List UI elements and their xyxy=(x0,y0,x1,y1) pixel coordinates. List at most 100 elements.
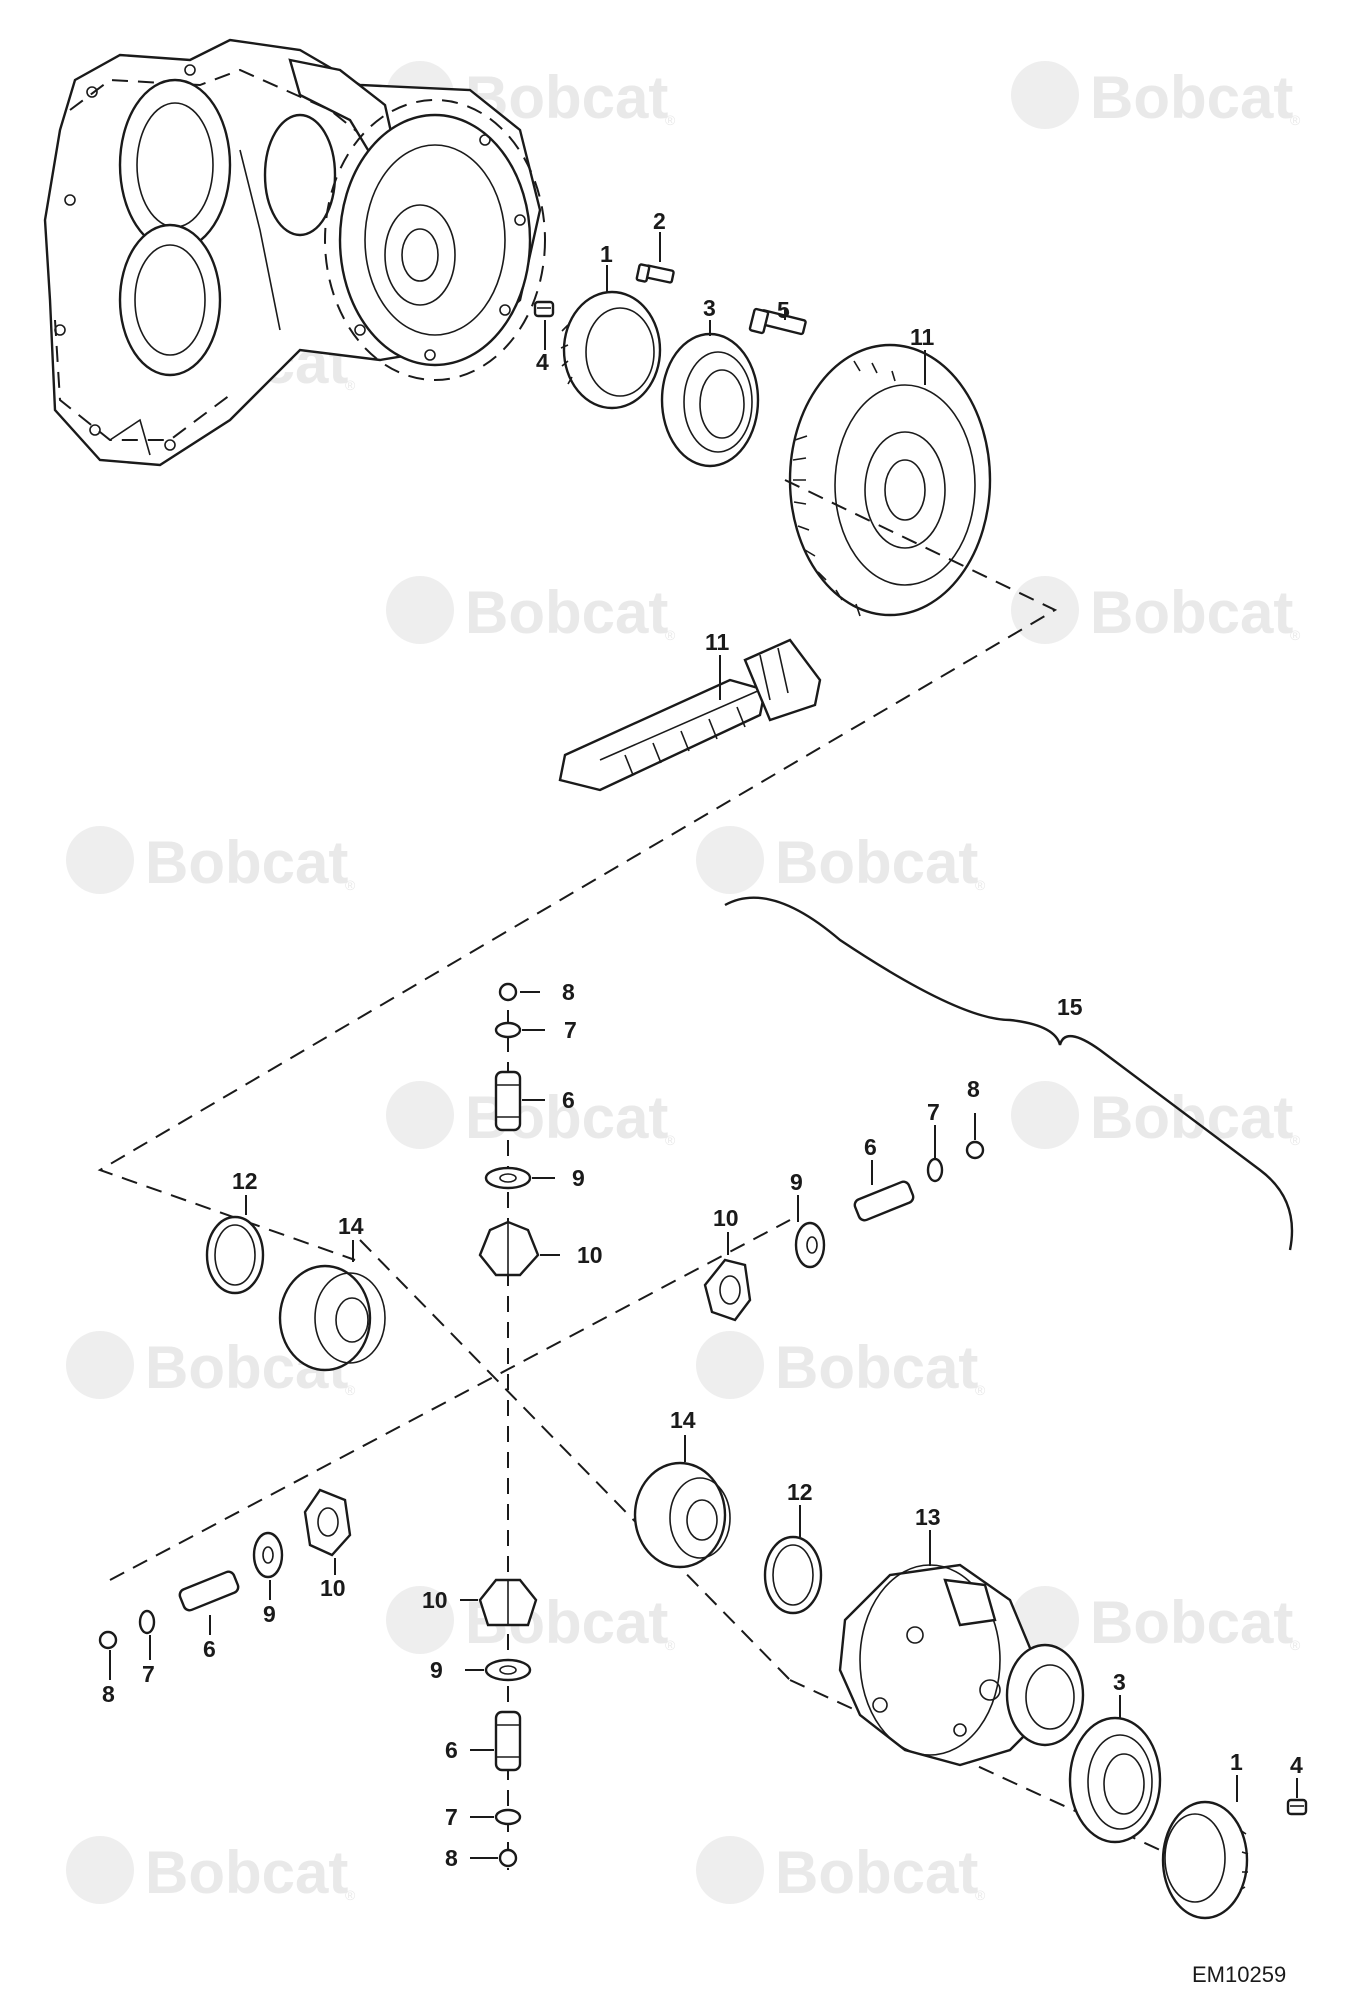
axle-housing xyxy=(43,38,546,467)
washer-part-7-lower xyxy=(494,1808,522,1826)
label-part-8-upper: 8 xyxy=(562,979,575,1005)
svg-text:Bobcat: Bobcat xyxy=(1090,64,1293,131)
side-gear-part-14-left xyxy=(278,1264,386,1372)
label-part-10-right: 10 xyxy=(713,1205,739,1231)
bearing-part-3-top xyxy=(660,332,760,468)
differential-case-part-13 xyxy=(838,1563,1085,1767)
spider-gear-part-10-lower xyxy=(478,1578,538,1627)
housing-bolt-holes xyxy=(54,64,526,451)
watermark: Bobcat® xyxy=(386,576,676,646)
label-part-9-lower: 9 xyxy=(430,1657,443,1683)
pin-part-6-right xyxy=(853,1180,915,1222)
bolt-part-2 xyxy=(635,263,675,284)
thrust-washer-part-9-upper xyxy=(484,1166,532,1190)
svg-text:®: ® xyxy=(345,1382,356,1398)
spider-gear-part-10-right xyxy=(703,1258,752,1322)
label-assembly-15: 15 xyxy=(1057,994,1083,1020)
label-part-12-right: 12 xyxy=(787,1479,813,1505)
thrust-ring-part-12-left xyxy=(205,1215,265,1295)
svg-text:®: ® xyxy=(345,377,356,393)
pinion-shaft-part-11 xyxy=(558,638,822,792)
label-part-3-top: 3 xyxy=(703,295,716,321)
label-part-1-lower: 1 xyxy=(1230,1749,1243,1775)
label-part-7-upper: 7 xyxy=(564,1017,577,1043)
svg-text:®: ® xyxy=(665,1132,676,1148)
snap-ring-part-8-upper xyxy=(498,982,518,1002)
thrust-ring-part-12-right xyxy=(763,1535,823,1615)
washer-part-7-upper xyxy=(494,1021,522,1039)
snap-ring-part-8-left xyxy=(98,1630,118,1650)
bearing-part-3-lower xyxy=(1068,1716,1162,1844)
assembly-bracket-15 xyxy=(724,896,1294,1251)
label-part-11-ring-gear: 11 xyxy=(910,324,935,350)
svg-text:®: ® xyxy=(1290,1637,1301,1653)
part-labels: 1 2 3 4 5 11 11 8 7 6 9 10 12 14 10 9 6 … xyxy=(102,208,1303,1871)
svg-text:®: ® xyxy=(665,627,676,643)
label-part-3-lower: 3 xyxy=(1113,1669,1126,1695)
label-part-10-left: 10 xyxy=(320,1575,346,1601)
pin-part-6-lower xyxy=(494,1710,522,1772)
label-part-5: 5 xyxy=(777,297,790,323)
svg-text:Bobcat: Bobcat xyxy=(1090,1589,1293,1656)
adjuster-ring-part-1-lower xyxy=(1161,1800,1249,1920)
leader-lines xyxy=(109,232,1298,1859)
adjuster-ring-part-1-top xyxy=(560,290,662,410)
label-part-11-pinion: 11 xyxy=(705,629,730,655)
label-part-10-lower: 10 xyxy=(422,1587,448,1613)
side-gear-part-14-right xyxy=(633,1461,731,1569)
label-part-1-top: 1 xyxy=(600,241,613,267)
label-part-7-lower: 7 xyxy=(445,1804,458,1830)
svg-text:®: ® xyxy=(1290,1132,1301,1148)
bolt-part-4-lower xyxy=(1286,1798,1308,1816)
svg-text:®: ® xyxy=(1290,627,1301,643)
bolt-part-5 xyxy=(748,307,807,336)
label-part-8-lower: 8 xyxy=(445,1845,458,1871)
label-part-10-upper: 10 xyxy=(577,1242,603,1268)
svg-text:®: ® xyxy=(345,877,356,893)
snap-ring-part-8-right xyxy=(965,1140,985,1160)
washer-part-7-right xyxy=(926,1157,944,1183)
label-part-9-left: 9 xyxy=(263,1601,276,1627)
pin-part-6-upper xyxy=(494,1070,522,1132)
svg-text:®: ® xyxy=(975,1382,986,1398)
snap-ring-part-8-lower xyxy=(498,1848,518,1868)
spider-gear-part-10-upper xyxy=(478,1220,540,1277)
label-part-9-upper: 9 xyxy=(572,1165,585,1191)
bolt-part-4-top xyxy=(533,300,555,318)
watermark: Bobcat® xyxy=(66,1836,356,1906)
washer-part-7-left xyxy=(138,1609,156,1635)
label-part-8-left: 8 xyxy=(102,1681,115,1707)
label-part-6-left: 6 xyxy=(203,1636,216,1662)
svg-text:Bobcat: Bobcat xyxy=(145,1839,348,1906)
watermark: Bobcat® xyxy=(696,1836,986,1906)
svg-text:®: ® xyxy=(665,112,676,128)
watermark: Bobcat® xyxy=(66,826,356,896)
label-part-6-right: 6 xyxy=(864,1134,877,1160)
label-part-7-left: 7 xyxy=(142,1661,155,1687)
label-part-6-upper: 6 xyxy=(562,1087,575,1113)
thrust-washer-part-9-left xyxy=(252,1531,284,1579)
svg-text:®: ® xyxy=(975,1887,986,1903)
label-part-14-right: 14 xyxy=(670,1407,696,1433)
pin-part-6-left xyxy=(178,1570,240,1612)
label-part-13: 13 xyxy=(915,1504,941,1530)
ring-gear-part-11 xyxy=(788,343,992,617)
label-part-4-top: 4 xyxy=(536,349,549,375)
drawing-code: EM10259 xyxy=(1192,1962,1286,1987)
svg-text:Bobcat: Bobcat xyxy=(1090,579,1293,646)
spider-gear-part-10-left xyxy=(303,1488,352,1557)
thrust-washer-part-9-lower xyxy=(484,1658,532,1682)
label-part-12-left: 12 xyxy=(232,1168,258,1194)
watermark: Bobcat® xyxy=(696,826,986,896)
thrust-washer-part-9-right xyxy=(794,1221,826,1269)
watermark: Bobcat® xyxy=(1011,576,1301,646)
svg-text:Bobcat: Bobcat xyxy=(145,829,348,896)
svg-text:Bobcat: Bobcat xyxy=(775,1334,978,1401)
label-part-4-lower: 4 xyxy=(1290,1752,1303,1778)
svg-text:®: ® xyxy=(975,877,986,893)
svg-text:®: ® xyxy=(1290,112,1301,128)
svg-text:Bobcat: Bobcat xyxy=(775,829,978,896)
watermark: Bobcat® xyxy=(1011,1586,1301,1656)
svg-text:Bobcat: Bobcat xyxy=(465,579,668,646)
